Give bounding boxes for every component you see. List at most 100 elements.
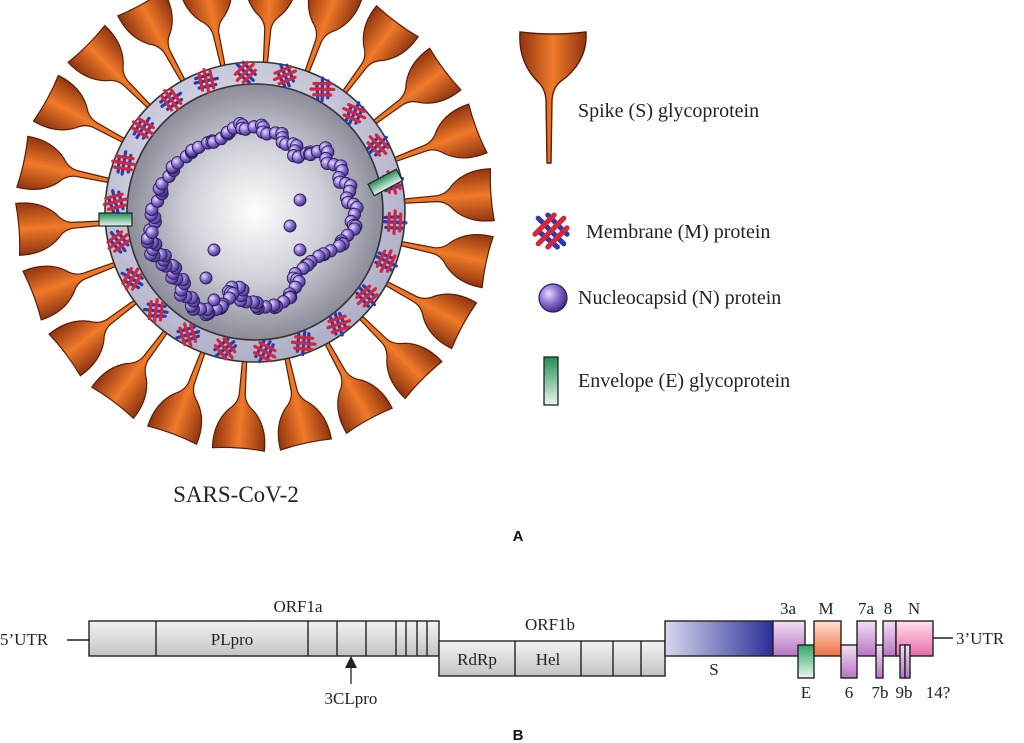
label-9b: 9b — [896, 683, 913, 702]
spike — [356, 312, 443, 400]
gene-e — [797, 644, 815, 679]
hel-label: Hel — [536, 650, 561, 669]
gene-7b — [875, 644, 884, 679]
label-n: N — [908, 599, 920, 618]
gene-m — [813, 620, 842, 657]
nucleocapsid-bead — [207, 243, 221, 257]
gene-3a — [772, 620, 806, 657]
virion-illustration: SARS-CoV-2 — [15, 0, 495, 507]
label-8: 8 — [884, 599, 893, 618]
nucleocapsid-rna-coil — [140, 117, 364, 322]
orf1b-block — [438, 640, 666, 677]
membrane-protein — [355, 284, 379, 308]
virus-name: SARS-CoV-2 — [173, 482, 299, 507]
spike — [369, 47, 462, 127]
spike — [22, 260, 120, 321]
legend-envelope-icon — [543, 356, 559, 406]
legend: Spike (S) glycoprotein Membrane (M) prot… — [519, 31, 790, 406]
membrane-protein — [366, 133, 390, 157]
membrane-protein — [532, 212, 570, 250]
orf1b-label: ORF1b — [525, 615, 575, 634]
membrane-protein — [143, 298, 169, 324]
rdrp-label: RdRp — [457, 650, 497, 669]
legend-nucleocapsid-icon — [538, 283, 568, 313]
utr5-label: 5’UTR — [0, 630, 49, 649]
membrane-protein — [131, 116, 155, 140]
label-7b: 7b — [872, 683, 889, 702]
orf1a-block — [88, 620, 440, 657]
clpro-label: 3CLpro — [325, 689, 378, 708]
spike — [211, 356, 266, 452]
nucleocapsid-bead — [145, 225, 159, 239]
envelope-protein-left — [98, 212, 133, 227]
gene-14 — [904, 644, 911, 679]
genome-map: 5’UTR ORF1a PLpro 3CLpro ORF1b — [0, 597, 1005, 708]
membrane-protein — [309, 76, 336, 103]
spike — [396, 234, 494, 289]
spike — [90, 326, 171, 420]
legend-spike-label: Spike (S) glycoprotein — [578, 100, 759, 122]
nucleocapsid-bead — [199, 271, 213, 285]
utr3-label: 3’UTR — [956, 629, 1005, 648]
legend-nucleocapsid-label: Nucleocapsid (N) protein — [578, 287, 781, 309]
nucleocapsid-bead — [293, 243, 307, 257]
spike — [277, 353, 333, 451]
membrane-protein — [233, 60, 257, 84]
legend-membrane-icon — [532, 212, 570, 250]
spike — [390, 103, 488, 164]
membrane-protein — [175, 322, 201, 348]
label-6: 6 — [845, 683, 854, 702]
spike — [67, 24, 154, 112]
label-e: E — [801, 683, 811, 702]
label-14: 14? — [926, 683, 951, 702]
membrane-protein — [272, 63, 298, 88]
spike — [15, 202, 111, 256]
legend-spike-icon — [519, 31, 587, 164]
membrane-protein — [159, 87, 184, 112]
nucleocapsid-bead — [293, 193, 307, 207]
gene-8 — [882, 620, 897, 657]
panel-label-a: A — [513, 528, 524, 545]
spike — [399, 168, 495, 222]
legend-envelope-label: Envelope (E) glycoprotein — [578, 370, 790, 392]
orf1a-label: ORF1a — [273, 597, 323, 616]
membrane-protein — [120, 267, 144, 291]
spike — [381, 279, 478, 350]
membrane-protein — [102, 189, 128, 215]
membrane-proteins — [102, 60, 408, 364]
spike-proteins — [15, 0, 495, 452]
membrane-protein — [213, 336, 237, 361]
membrane-protein — [374, 249, 398, 273]
nucleocapsid-bead — [207, 293, 221, 307]
envelope-protein-right — [367, 168, 404, 197]
spike — [32, 74, 129, 145]
membrane-protein — [342, 101, 367, 126]
legend-membrane-label: Membrane (M) protein — [586, 221, 770, 243]
membrane-protein — [326, 311, 352, 337]
clpro-arrow — [345, 656, 357, 684]
spike — [16, 135, 114, 190]
label-m: M — [818, 599, 833, 618]
spike — [116, 0, 188, 86]
gene-9b — [899, 644, 906, 679]
spike — [244, 0, 299, 68]
membrane-protein — [381, 209, 408, 236]
label-3a: 3a — [780, 599, 797, 618]
spike — [147, 347, 207, 446]
spike — [303, 0, 363, 77]
nucleocapsid-bead — [283, 219, 297, 233]
spike — [339, 4, 420, 98]
membrane-protein — [290, 330, 317, 357]
s-gene-label: S — [709, 660, 718, 679]
membrane-protein — [193, 68, 219, 94]
s-gene-block — [664, 620, 774, 657]
panel-label-b: B — [513, 727, 524, 743]
label-7a: 7a — [858, 599, 875, 618]
gene-7a — [856, 620, 877, 657]
membrane-protein — [253, 339, 277, 364]
plpro-label: PLpro — [211, 630, 254, 649]
spike — [177, 0, 233, 71]
spike — [48, 297, 141, 377]
gene-6 — [840, 644, 858, 679]
